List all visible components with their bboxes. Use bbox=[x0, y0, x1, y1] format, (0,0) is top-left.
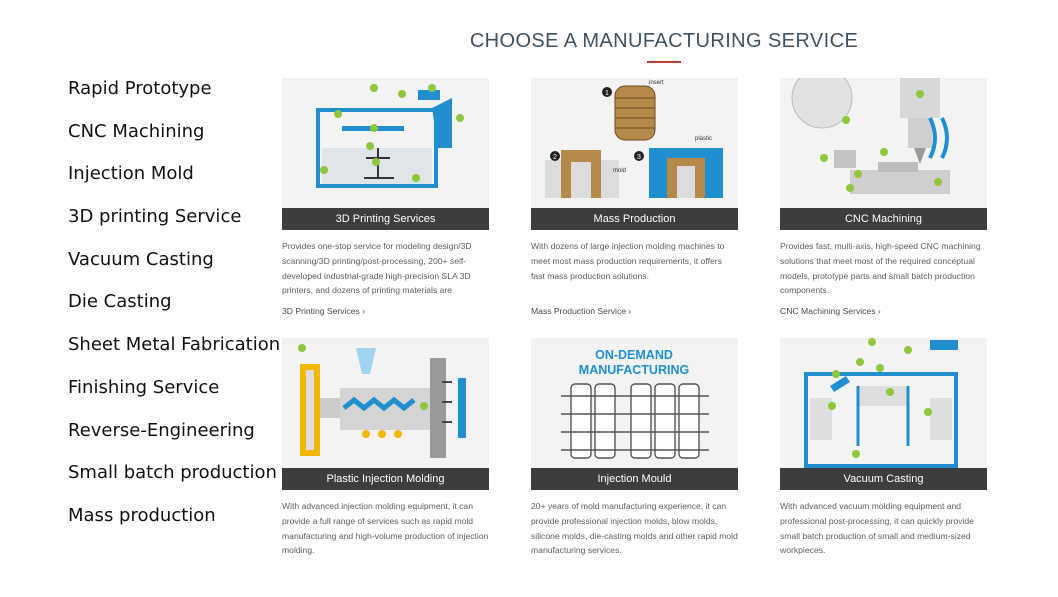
sidebar-item-finishing[interactable]: Finishing Service bbox=[68, 376, 220, 398]
card-link[interactable]: Mass Production Service › bbox=[531, 306, 632, 316]
service-card-cnc-machining[interactable]: CNC Machining Provides fast, multi-axis,… bbox=[780, 78, 987, 316]
card-description: 20+ years of mold manufacturing experien… bbox=[531, 501, 738, 556]
card-title: Mass Production bbox=[531, 208, 738, 230]
service-card-mass-production[interactable]: 1 insert 2 mold 3 plastic Mass Productio… bbox=[531, 78, 738, 316]
card-link[interactable]: CNC Machining Services › bbox=[780, 306, 881, 316]
vacuum-casting-diagram-icon bbox=[804, 338, 958, 468]
cnc-machine-diagram-icon bbox=[791, 78, 950, 194]
card-description: Provides one-stop service for modeling d… bbox=[282, 241, 472, 296]
mass-production-image: 1 insert 2 mold 3 plastic bbox=[531, 78, 738, 208]
sidebar-item-rapid-prototype[interactable]: Rapid Prototype bbox=[68, 78, 212, 99]
injection-mould-image: ON-DEMAND MANUFACTURING bbox=[531, 338, 738, 468]
service-card-vacuum-casting[interactable]: Vacuum Casting With advanced vacuum mold… bbox=[780, 338, 987, 559]
sidebar-item-reverse-engineering[interactable]: Reverse-Engineering bbox=[68, 419, 255, 441]
plastic-label: plastic bbox=[695, 136, 712, 142]
cnc-machining-image bbox=[780, 78, 987, 208]
page-title: CHOOSE A MANUFACTURING SERVICE bbox=[469, 30, 859, 52]
service-card-injection-mould[interactable]: ON-DEMAND MANUFACTURING Injection Mould … bbox=[531, 338, 738, 559]
image-heading-line2: MANUFACTURING bbox=[579, 363, 689, 377]
sidebar-item-small-batch[interactable]: Small batch production bbox=[68, 462, 277, 484]
card-title: Plastic Injection Molding bbox=[282, 468, 489, 490]
insert-molding-diagram-icon: 1 insert 2 mold 3 plastic bbox=[545, 80, 723, 198]
card-title: Vacuum Casting bbox=[780, 468, 987, 490]
step-2-label: 2 bbox=[553, 154, 557, 161]
service-sidebar: Rapid Prototype CNC Machining Injection … bbox=[68, 76, 281, 546]
card-description: With advanced injection molding equipmen… bbox=[282, 501, 489, 556]
insert-label: insert bbox=[649, 80, 664, 86]
card-link[interactable]: 3D Printing Services › bbox=[282, 306, 366, 316]
sidebar-item-die-casting[interactable]: Die Casting bbox=[68, 291, 172, 313]
card-title: 3D Printing Services bbox=[282, 208, 489, 230]
card-title: Injection Mould bbox=[531, 468, 738, 490]
service-card-3d-printing[interactable]: 3D Printing Services Provides one-stop s… bbox=[282, 78, 489, 316]
section-header: CHOOSE A MANUFACTURING SERVICE bbox=[270, 30, 1058, 63]
sidebar-item-cnc-machining[interactable]: CNC Machining bbox=[68, 120, 205, 142]
card-description: Provides fast, multi-axis, high-speed CN… bbox=[780, 241, 981, 296]
sidebar-item-vacuum-casting[interactable]: Vacuum Casting bbox=[68, 248, 214, 270]
sidebar-item-3d-printing[interactable]: 3D printing Service bbox=[68, 206, 242, 228]
3d-printing-image bbox=[282, 78, 489, 208]
sla-printer-diagram-icon bbox=[316, 84, 464, 188]
title-underline bbox=[647, 61, 681, 63]
card-description: With dozens of large injection molding m… bbox=[531, 241, 725, 281]
sidebar-item-mass-production[interactable]: Mass production bbox=[68, 504, 216, 526]
card-description: With advanced vacuum molding equipment a… bbox=[780, 501, 974, 556]
vacuum-casting-image bbox=[780, 338, 987, 468]
sidebar-item-injection-mold[interactable]: Injection Mold bbox=[68, 163, 194, 185]
service-card-plastic-injection[interactable]: Plastic Injection Molding With advanced … bbox=[282, 338, 489, 559]
sidebar-item-sheet-metal[interactable]: Sheet Metal Fabrication bbox=[68, 334, 281, 356]
card-title: CNC Machining bbox=[780, 208, 987, 230]
mold-label: mold bbox=[613, 168, 626, 174]
injection-machine-diagram-icon bbox=[298, 344, 466, 458]
on-demand-manufacturing-icon: ON-DEMAND MANUFACTURING bbox=[561, 348, 709, 459]
image-heading-line1: ON-DEMAND bbox=[595, 348, 673, 362]
step-1-label: 1 bbox=[605, 90, 609, 97]
step-3-label: 3 bbox=[637, 154, 641, 161]
plastic-injection-image bbox=[282, 338, 489, 468]
